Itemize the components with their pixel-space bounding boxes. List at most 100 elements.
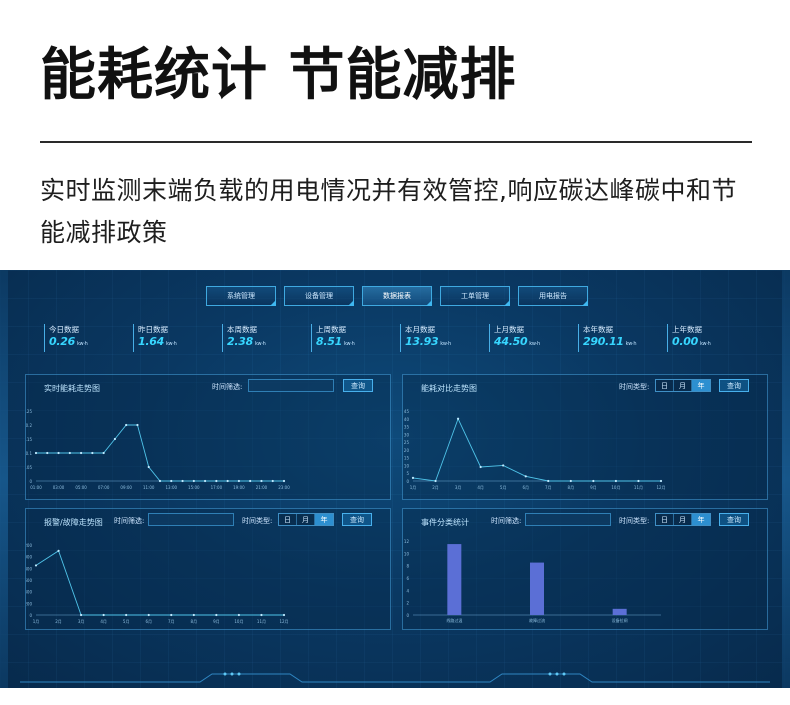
stat-value: 1.64 — [138, 335, 164, 348]
series-line — [36, 424, 284, 482]
x-tick-label: 12月 — [279, 619, 288, 624]
segment-day[interactable]: 日 — [656, 514, 674, 525]
data-point — [68, 451, 71, 455]
data-point — [237, 479, 241, 483]
x-tick-label: 7月 — [168, 619, 175, 624]
panel-title: 实时能耗走势图 — [44, 384, 100, 393]
left-frame-edge — [0, 270, 8, 688]
y-tick-label: 1,000 — [26, 555, 32, 560]
stat-label: 今日数据 — [49, 325, 79, 334]
query-button[interactable]: 查询 — [719, 513, 749, 526]
x-tick-label: 5月 — [500, 485, 507, 490]
data-point — [479, 465, 482, 469]
y-tick-label: 30 — [404, 432, 410, 437]
hero-divider — [40, 141, 752, 143]
y-tick-label: 4 — [406, 588, 409, 593]
y-tick-label: 0.2 — [26, 423, 32, 428]
data-point — [46, 451, 49, 455]
x-tick-label: 11月 — [257, 619, 266, 624]
segment-year[interactable]: 年 — [315, 514, 333, 525]
segment-month[interactable]: 月 — [674, 514, 692, 525]
x-tick-label: 07:00 — [98, 485, 110, 490]
x-tick-label: 4月 — [100, 619, 107, 624]
realtime-line-chart: 00.050.10.150.20.2501:0003:0005:0007:000… — [26, 409, 290, 490]
top-nav: 系统管理 设备管理 数据报表 工单管理 用电报告 — [206, 286, 588, 306]
data-point — [125, 613, 128, 617]
stat-unit: kw·h — [254, 341, 266, 347]
y-tick-label: 600 — [26, 578, 32, 583]
data-point — [203, 479, 207, 483]
time-filter-input[interactable] — [148, 513, 234, 526]
panel-realtime-trend: 实时能耗走势图 时间筛选: 查询 00.050.10.150.20.2501:0… — [25, 374, 391, 500]
data-point — [659, 479, 663, 483]
nav-system-management[interactable]: 系统管理 — [206, 286, 276, 306]
nav-power-report[interactable]: 用电报告 — [518, 286, 588, 306]
query-button[interactable]: 查询 — [342, 513, 372, 526]
stat-value: 290.11 — [583, 335, 624, 348]
segment-day[interactable]: 日 — [656, 380, 674, 391]
nav-device-management[interactable]: 设备管理 — [284, 286, 354, 306]
data-point — [215, 613, 218, 617]
y-tick-label: 0 — [29, 613, 32, 618]
stat-unit: kw·h — [76, 341, 88, 347]
bar — [612, 608, 627, 615]
data-point — [79, 451, 83, 455]
stat-label: 本周数据 — [227, 325, 257, 334]
data-point — [411, 476, 415, 479]
x-tick-label: 21:00 — [256, 485, 268, 490]
nav-work-order[interactable]: 工单管理 — [440, 286, 510, 306]
hero-title: 能耗统计 节能减排 — [40, 43, 517, 108]
y-tick-label: 800 — [26, 566, 32, 571]
data-point — [271, 479, 274, 483]
y-tick-label: 0.25 — [26, 409, 32, 414]
x-tick-label: 6月 — [145, 619, 152, 624]
stat-value: 0.26 — [49, 335, 75, 348]
segment-month[interactable]: 月 — [674, 380, 692, 391]
data-point — [57, 549, 60, 552]
data-point — [34, 564, 38, 567]
data-point — [260, 479, 263, 483]
data-point — [215, 479, 218, 483]
x-tick-label: 故障过流 — [529, 617, 545, 623]
x-tick-label: 11月 — [634, 485, 643, 490]
x-tick-label: 4月 — [477, 485, 484, 490]
data-point — [181, 479, 184, 483]
y-tick-label: 25 — [404, 440, 410, 445]
stat-unit: kw·h — [343, 341, 355, 347]
x-tick-label: 05:00 — [75, 485, 87, 490]
nav-data-report[interactable]: 数据报表 — [362, 286, 432, 306]
panel-alarm-trend: 报警/故障走势图 时间筛选: 时间类型: 日 月 年 查询 0200400600… — [25, 508, 391, 630]
time-filter-label: 时间筛选: — [114, 517, 145, 525]
time-filter-input[interactable] — [248, 379, 334, 392]
segment-year[interactable]: 年 — [692, 380, 710, 391]
series-line — [412, 417, 661, 482]
x-tick-label: 1月 — [33, 619, 40, 624]
data-point — [113, 437, 117, 441]
y-tick-label: 20 — [404, 448, 410, 453]
y-tick-label: 10 — [404, 551, 410, 556]
x-tick-label: 09:00 — [120, 485, 132, 490]
data-point — [136, 423, 139, 427]
query-button[interactable]: 查询 — [719, 379, 749, 392]
query-button[interactable]: 查询 — [343, 379, 373, 392]
segment-day[interactable]: 日 — [279, 514, 297, 525]
y-tick-label: 2 — [406, 601, 409, 606]
data-point — [237, 613, 241, 617]
series-line — [35, 550, 284, 616]
time-type-toggle: 日 月 年 — [655, 513, 711, 526]
y-tick-label: 0 — [406, 613, 409, 618]
segment-year[interactable]: 年 — [692, 514, 710, 525]
time-filter-label: 时间筛选: — [212, 383, 243, 391]
data-point — [637, 479, 640, 483]
x-tick-label: 13:00 — [166, 485, 178, 490]
time-filter-input[interactable] — [525, 513, 611, 526]
segment-month[interactable]: 月 — [297, 514, 315, 525]
data-point — [79, 613, 83, 617]
bottom-dot-decoration — [223, 672, 227, 676]
